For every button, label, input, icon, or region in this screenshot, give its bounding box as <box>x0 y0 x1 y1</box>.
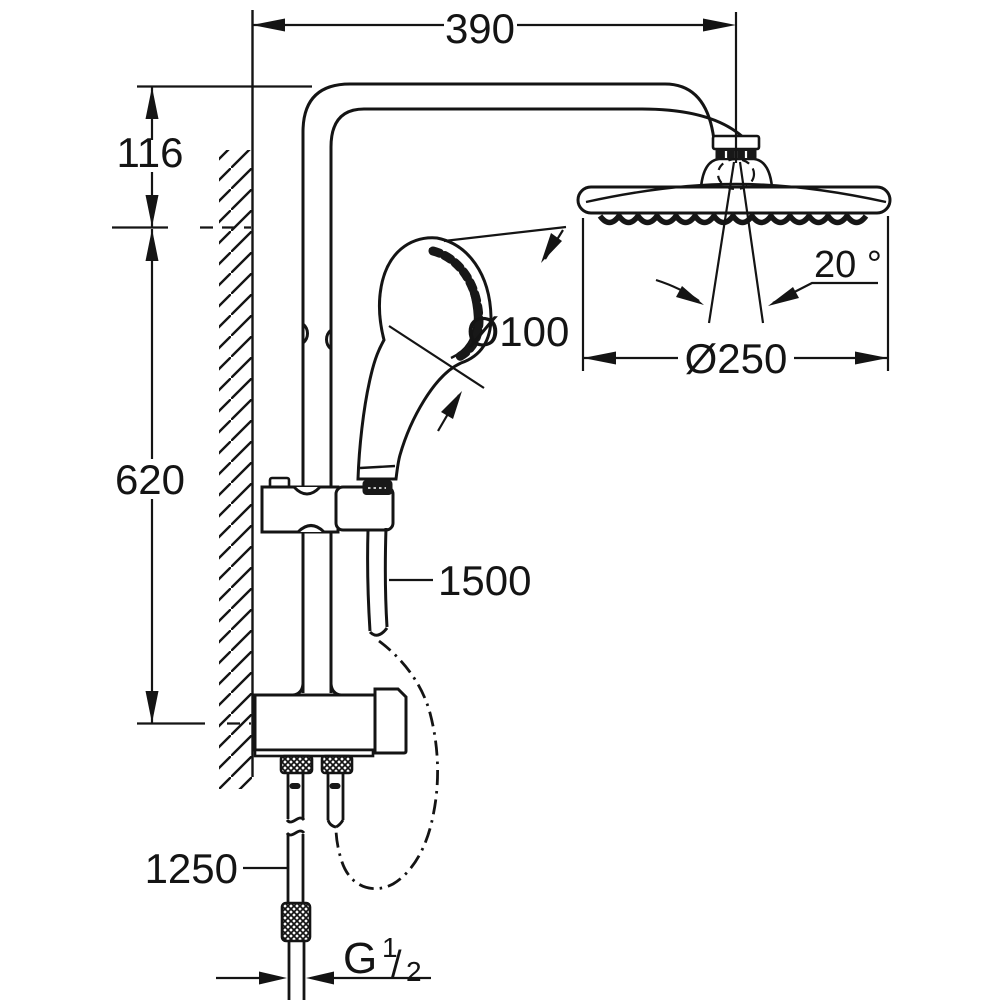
rail-slider-holder <box>260 476 395 534</box>
arrow-right <box>306 971 334 985</box>
arrow-down <box>145 195 159 227</box>
head-dome-line <box>585 182 887 204</box>
head-shower-plate <box>576 185 892 215</box>
dimension-hand-shower-diameter: Ø100 <box>388 225 570 432</box>
hose-solid-section <box>366 527 389 637</box>
head-shower <box>576 134 892 226</box>
arrow-down <box>145 691 159 723</box>
dim-620-label: 620 <box>115 456 185 503</box>
dim-390-label: 390 <box>445 5 515 52</box>
arrow-left <box>252 18 285 32</box>
outlet-pipe-left <box>286 773 305 819</box>
hand-shower-body <box>356 236 493 481</box>
pipe-marking-right <box>329 783 341 789</box>
arrow-right <box>855 351 888 365</box>
rail-arm-inner-line <box>329 107 749 693</box>
pipe-break-symbol <box>285 816 306 837</box>
ext-line-lower <box>388 325 485 389</box>
wall-hatching <box>219 150 253 789</box>
hand-shower-spray-face <box>428 246 484 363</box>
valve-body <box>253 693 377 752</box>
dim-1250-label: 1250 <box>145 845 238 892</box>
dimension-rail-length: 620 <box>115 229 251 725</box>
thread-g-label: G <box>343 934 377 983</box>
angle-swivel: 20 ° <box>655 161 882 324</box>
dim-250-label: Ø250 <box>685 335 788 382</box>
valve-bottom-lip <box>253 748 375 758</box>
thread-slash: / <box>391 944 402 986</box>
arrow-right <box>703 18 736 32</box>
rail-arm-outer-line <box>301 82 716 693</box>
outlet-nut-left <box>279 754 314 775</box>
hose-coupling-knurled <box>280 901 312 943</box>
dimension-head-diameter: Ø250 <box>581 216 890 382</box>
dim-116-label: 116 <box>117 129 184 176</box>
dimension-supply-hose: 1250 <box>145 845 288 892</box>
diverter-valve <box>253 683 408 1000</box>
arrow-upper <box>541 233 562 263</box>
hose-loop-dash-dot <box>334 639 439 890</box>
outlet-nut-right <box>320 754 354 775</box>
arrow-left <box>259 971 287 985</box>
dimension-thread-size: G 1 / 2 <box>216 932 431 987</box>
hand-shower <box>356 236 493 481</box>
dim-100-label: Ø100 <box>467 308 570 355</box>
hand-shower-ferrule-line <box>359 464 396 470</box>
thread-denominator: 2 <box>406 956 422 987</box>
valve-knob <box>373 687 408 755</box>
thread-numerator: 1 <box>382 932 398 963</box>
arrow-up <box>145 87 159 119</box>
shower-hose <box>334 527 439 890</box>
angle-20-label: 20 ° <box>814 244 882 286</box>
arrow-lower <box>441 391 462 419</box>
dimension-head-offset: 116 <box>112 85 312 229</box>
angle-arrow-right <box>768 287 799 306</box>
hand-shower-hose-cap <box>362 480 393 495</box>
wall <box>219 10 254 789</box>
outlet-pipe-left-lower <box>286 834 305 902</box>
swivel-fan-lines <box>707 161 765 324</box>
arrow-left <box>583 351 616 365</box>
outlet-pipe-right <box>326 773 345 829</box>
slider-saddle-bottom <box>296 524 326 534</box>
arrow-up <box>145 229 159 261</box>
slider-saddle-top <box>292 485 322 496</box>
pipe-marking-left <box>289 783 301 789</box>
rail-joint <box>301 322 333 351</box>
slider-body <box>260 485 340 534</box>
head-nozzle-row <box>597 211 869 226</box>
valve-top-fillets <box>292 683 342 697</box>
ext-line-upper <box>443 225 567 243</box>
supply-pipe-bottom <box>287 941 306 1000</box>
dimension-arm-projection: 390 <box>252 5 738 163</box>
dimension-shower-hose: 1500 <box>389 557 531 604</box>
dim-1500-label: 1500 <box>438 557 531 604</box>
shower-rail-and-arm <box>301 82 749 693</box>
angle-arrow-left <box>676 286 704 305</box>
